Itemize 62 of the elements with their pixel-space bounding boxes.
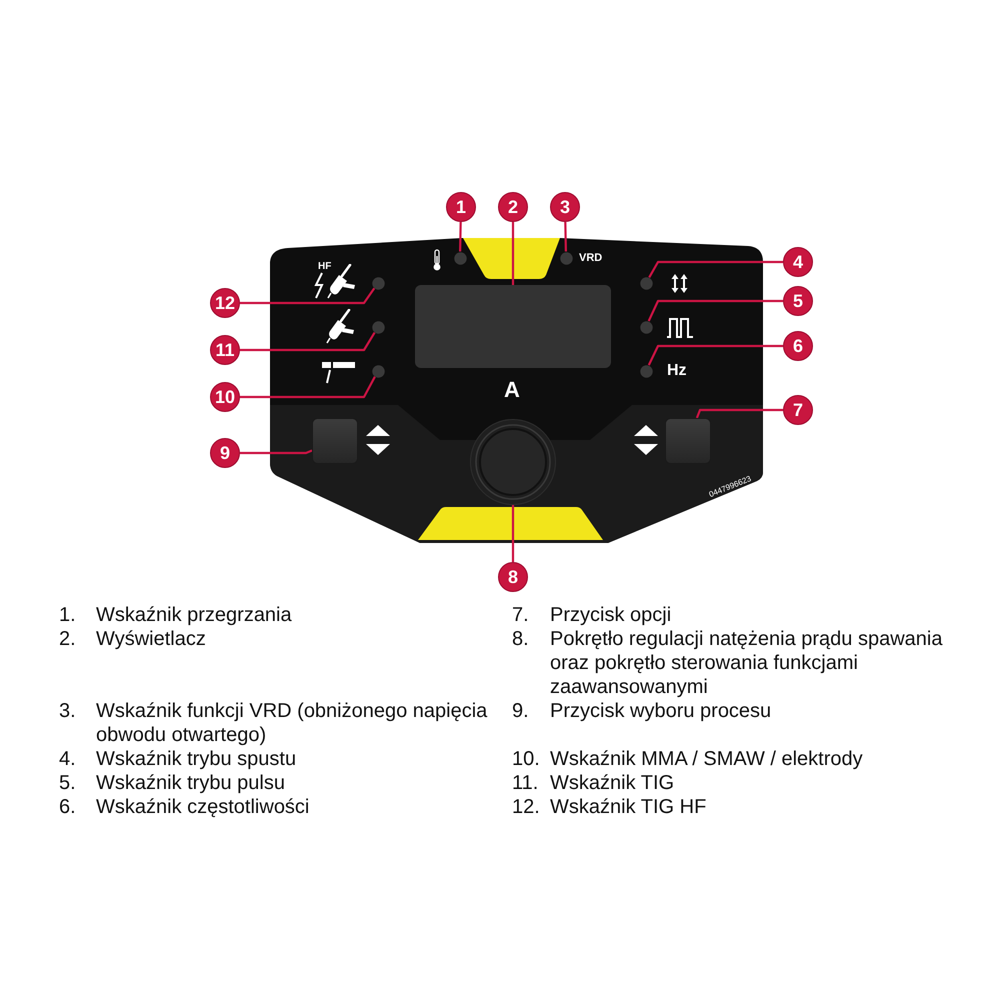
- callout-number: 12: [210, 288, 240, 318]
- indicator-led: [372, 364, 384, 378]
- list-number: 7.: [512, 603, 529, 627]
- list-text: Wyświetlacz: [96, 627, 207, 651]
- callout-number: 8: [498, 562, 528, 592]
- unit-label: Hz: [667, 363, 687, 379]
- list-number: 4.: [59, 747, 76, 771]
- leader-line: [564, 222, 567, 252]
- callout-number: 2: [498, 192, 528, 222]
- list-number: 9.: [512, 699, 529, 723]
- leader-line: [240, 332, 376, 352]
- list-number: 2.: [59, 627, 76, 651]
- indicator-led: [640, 364, 652, 378]
- list-text: Pokrętło regulacji natężenia prądu spawania oraz pokrętło sterowania funkcjami zaawansowanymi: [550, 627, 944, 699]
- list-text: Wskaźnik MMA / SMAW / elektrody: [550, 747, 864, 771]
- display-screen: [415, 285, 611, 368]
- unit-label: A: [504, 379, 520, 401]
- list-number: 12.: [512, 795, 540, 819]
- list-text: Przycisk opcji: [550, 603, 672, 627]
- callout-number: 4: [783, 247, 813, 277]
- list-number: 1.: [59, 603, 76, 627]
- push-button: [312, 418, 358, 464]
- list-number: 8.: [512, 627, 529, 651]
- indicator-led: [372, 276, 384, 290]
- panel-label: HF: [318, 262, 332, 272]
- callout-number: 6: [783, 331, 813, 361]
- callout-number: 3: [550, 192, 580, 222]
- leader-line: [459, 222, 462, 252]
- list-number: 11.: [512, 771, 538, 795]
- leader-line: [240, 288, 376, 304]
- callout-number: 7: [783, 395, 813, 425]
- callout-number: 1: [446, 192, 476, 222]
- leader-line: [648, 260, 783, 278]
- list-text: Wskaźnik funkcji VRD (obniżonego napięcia obwodu otwartego): [96, 699, 488, 747]
- list-text: Wskaźnik TIG HF: [550, 795, 708, 819]
- indicator-led: [454, 252, 466, 264]
- leader-line: [696, 408, 783, 418]
- list-text: Wskaźnik trybu spustu: [96, 747, 298, 771]
- list-text: Przycisk wyboru procesu: [550, 699, 772, 723]
- list-number: 6.: [59, 795, 76, 819]
- list-number: 3.: [59, 699, 76, 723]
- leader-line: [240, 376, 376, 398]
- callout-number: 11: [210, 335, 240, 365]
- callout-number: 10: [210, 382, 240, 412]
- leader-line: [240, 449, 312, 454]
- push-button: [665, 418, 711, 464]
- list-text: Wskaźnik przegrzania: [96, 603, 293, 627]
- leader-line: [648, 300, 783, 322]
- list-text: Wskaźnik trybu pulsu: [96, 771, 286, 795]
- list-number: 10.: [512, 747, 540, 771]
- indicator-led: [640, 276, 652, 290]
- control-knob: [470, 419, 556, 505]
- indicator-led: [372, 320, 384, 334]
- list-number: 5.: [59, 771, 76, 795]
- list-text: Wskaźnik częstotliwości: [96, 795, 310, 819]
- callout-number: 5: [783, 286, 813, 316]
- leader-line: [648, 344, 783, 366]
- panel-label: VRD: [579, 253, 602, 264]
- indicator-led: [640, 320, 652, 334]
- callout-number: 9: [210, 438, 240, 468]
- indicator-led: [560, 252, 572, 264]
- list-text: Wskaźnik TIG: [550, 771, 676, 795]
